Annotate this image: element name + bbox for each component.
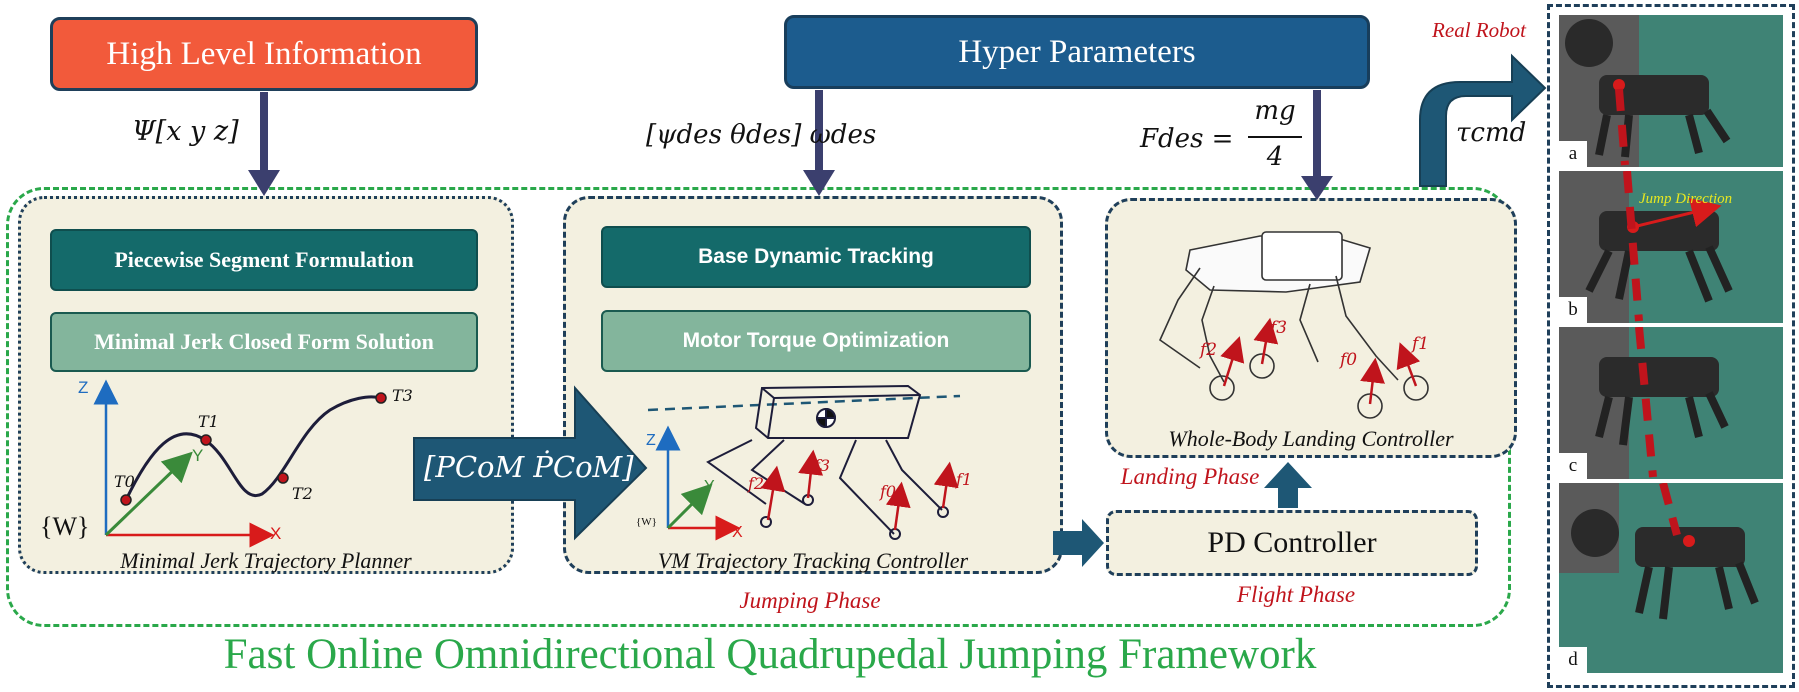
desired-angles-label: [ψdes θdes] ωdes	[646, 120, 877, 150]
hyper-parameters-label: Hyper Parameters	[958, 33, 1196, 70]
landing-phase-label: Landing Phase	[1120, 464, 1260, 489]
tracking-world-frame: {W}	[636, 516, 657, 528]
flight-phase-label: Flight Phase	[1236, 582, 1356, 607]
point-t2: T2	[292, 484, 313, 503]
high-level-information-box: High Level Information	[50, 17, 478, 91]
arrow-pd-to-landing	[1264, 462, 1312, 508]
piecewise-segment-label: Piecewise Segment Formulation	[114, 247, 414, 272]
planner-plot	[93, 379, 387, 548]
psi-label: Ψ[x y z]	[132, 116, 239, 147]
motor-torque-optimization-label: Motor Torque Optimization	[682, 329, 950, 352]
force-denominator: 4	[1266, 142, 1284, 172]
jump-direction-label: Jump Direction	[1639, 191, 1733, 207]
robot-photo-a-graphic	[1559, 15, 1783, 167]
point-t3: T3	[392, 386, 413, 405]
fraction-bar	[1248, 136, 1302, 138]
real-robot-title: Real Robot	[1432, 18, 1526, 42]
robot-photo-c-graphic	[1559, 327, 1783, 479]
real-robot-photo-strip: a Jump Direction b c	[1547, 4, 1795, 688]
pd-controller-box: PD Controller	[1106, 510, 1478, 576]
piecewise-segment-block: Piecewise Segment Formulation	[50, 229, 478, 291]
robot-photo-c-label: c	[1559, 453, 1587, 479]
tracking-x-axis: X	[732, 524, 743, 541]
robot-photo-b: Jump Direction b	[1559, 171, 1783, 323]
planner-caption: Minimal Jerk Trajectory Planner	[120, 548, 412, 573]
tracking-f0: f0	[880, 482, 897, 501]
arrow-pcom	[413, 385, 648, 541]
tracking-caption: VM Trajectory Tracking Controller	[657, 548, 969, 573]
point-t1: T1	[198, 412, 219, 431]
base-dynamic-tracking-label: Base Dynamic Tracking	[698, 245, 934, 268]
landing-f3: f3	[1270, 318, 1288, 338]
tracking-f3: f3	[814, 456, 831, 475]
landing-f0: f0	[1340, 350, 1358, 370]
base-dynamic-tracking-block: Base Dynamic Tracking	[601, 226, 1031, 288]
arrow-to-pd	[1053, 519, 1104, 567]
robot-photo-c: c	[1559, 327, 1783, 479]
arrow-tau-to-robot	[1419, 53, 1547, 187]
point-t0: T0	[114, 472, 135, 491]
planner-z-axis: Z	[78, 378, 89, 397]
arrow-hyper-angles-down	[803, 90, 835, 196]
robot-photo-d-label: d	[1559, 647, 1587, 673]
landing-robot-sketch	[1158, 231, 1429, 419]
robot-photo-b-graphic	[1559, 171, 1783, 323]
planner-y-axis: Y	[192, 446, 204, 465]
tracking-z-axis: Z	[646, 432, 656, 449]
pd-controller-label: PD Controller	[1207, 526, 1377, 559]
minimal-jerk-label: Minimal Jerk Closed Form Solution	[94, 329, 434, 354]
arrow-high-level-down	[248, 92, 280, 196]
landing-controller-panel	[1105, 198, 1517, 458]
force-des-label: Fdes =	[1140, 124, 1234, 154]
robot-photo-d: d	[1559, 483, 1783, 673]
tracking-f2: f2	[748, 474, 765, 493]
high-level-information-label: High Level Information	[106, 35, 422, 72]
tracking-f1: f1	[956, 470, 973, 489]
arrow-hyper-force-down	[1301, 90, 1333, 200]
tau-cmd-label: τcmd	[1456, 118, 1527, 148]
robot-photo-d-graphic	[1559, 483, 1783, 673]
planner-x-axis: X	[270, 524, 282, 543]
landing-caption: Whole-Body Landing Controller	[1168, 426, 1454, 451]
landing-f2: f2	[1200, 340, 1218, 360]
robot-photo-a-label: a	[1559, 141, 1587, 167]
jumping-phase-label: Jumping Phase	[739, 588, 881, 613]
tracking-y-axis: Y	[704, 478, 715, 495]
pcom-label: [PCoM ṖCoM]	[424, 450, 634, 484]
planner-world-frame: {W}	[40, 512, 90, 541]
landing-f1: f1	[1412, 334, 1430, 354]
robot-photo-a: a	[1559, 15, 1783, 167]
tracking-sketch	[647, 384, 961, 541]
motor-torque-optimization-block: Motor Torque Optimization	[601, 310, 1031, 372]
framework-title: Fast Online Omnidirectional Quadrupedal …	[223, 631, 1317, 678]
hyper-parameters-box: Hyper Parameters	[784, 15, 1370, 89]
force-numerator: mg	[1254, 96, 1296, 126]
robot-photo-b-label: b	[1559, 297, 1587, 323]
minimal-jerk-block: Minimal Jerk Closed Form Solution	[50, 312, 478, 372]
